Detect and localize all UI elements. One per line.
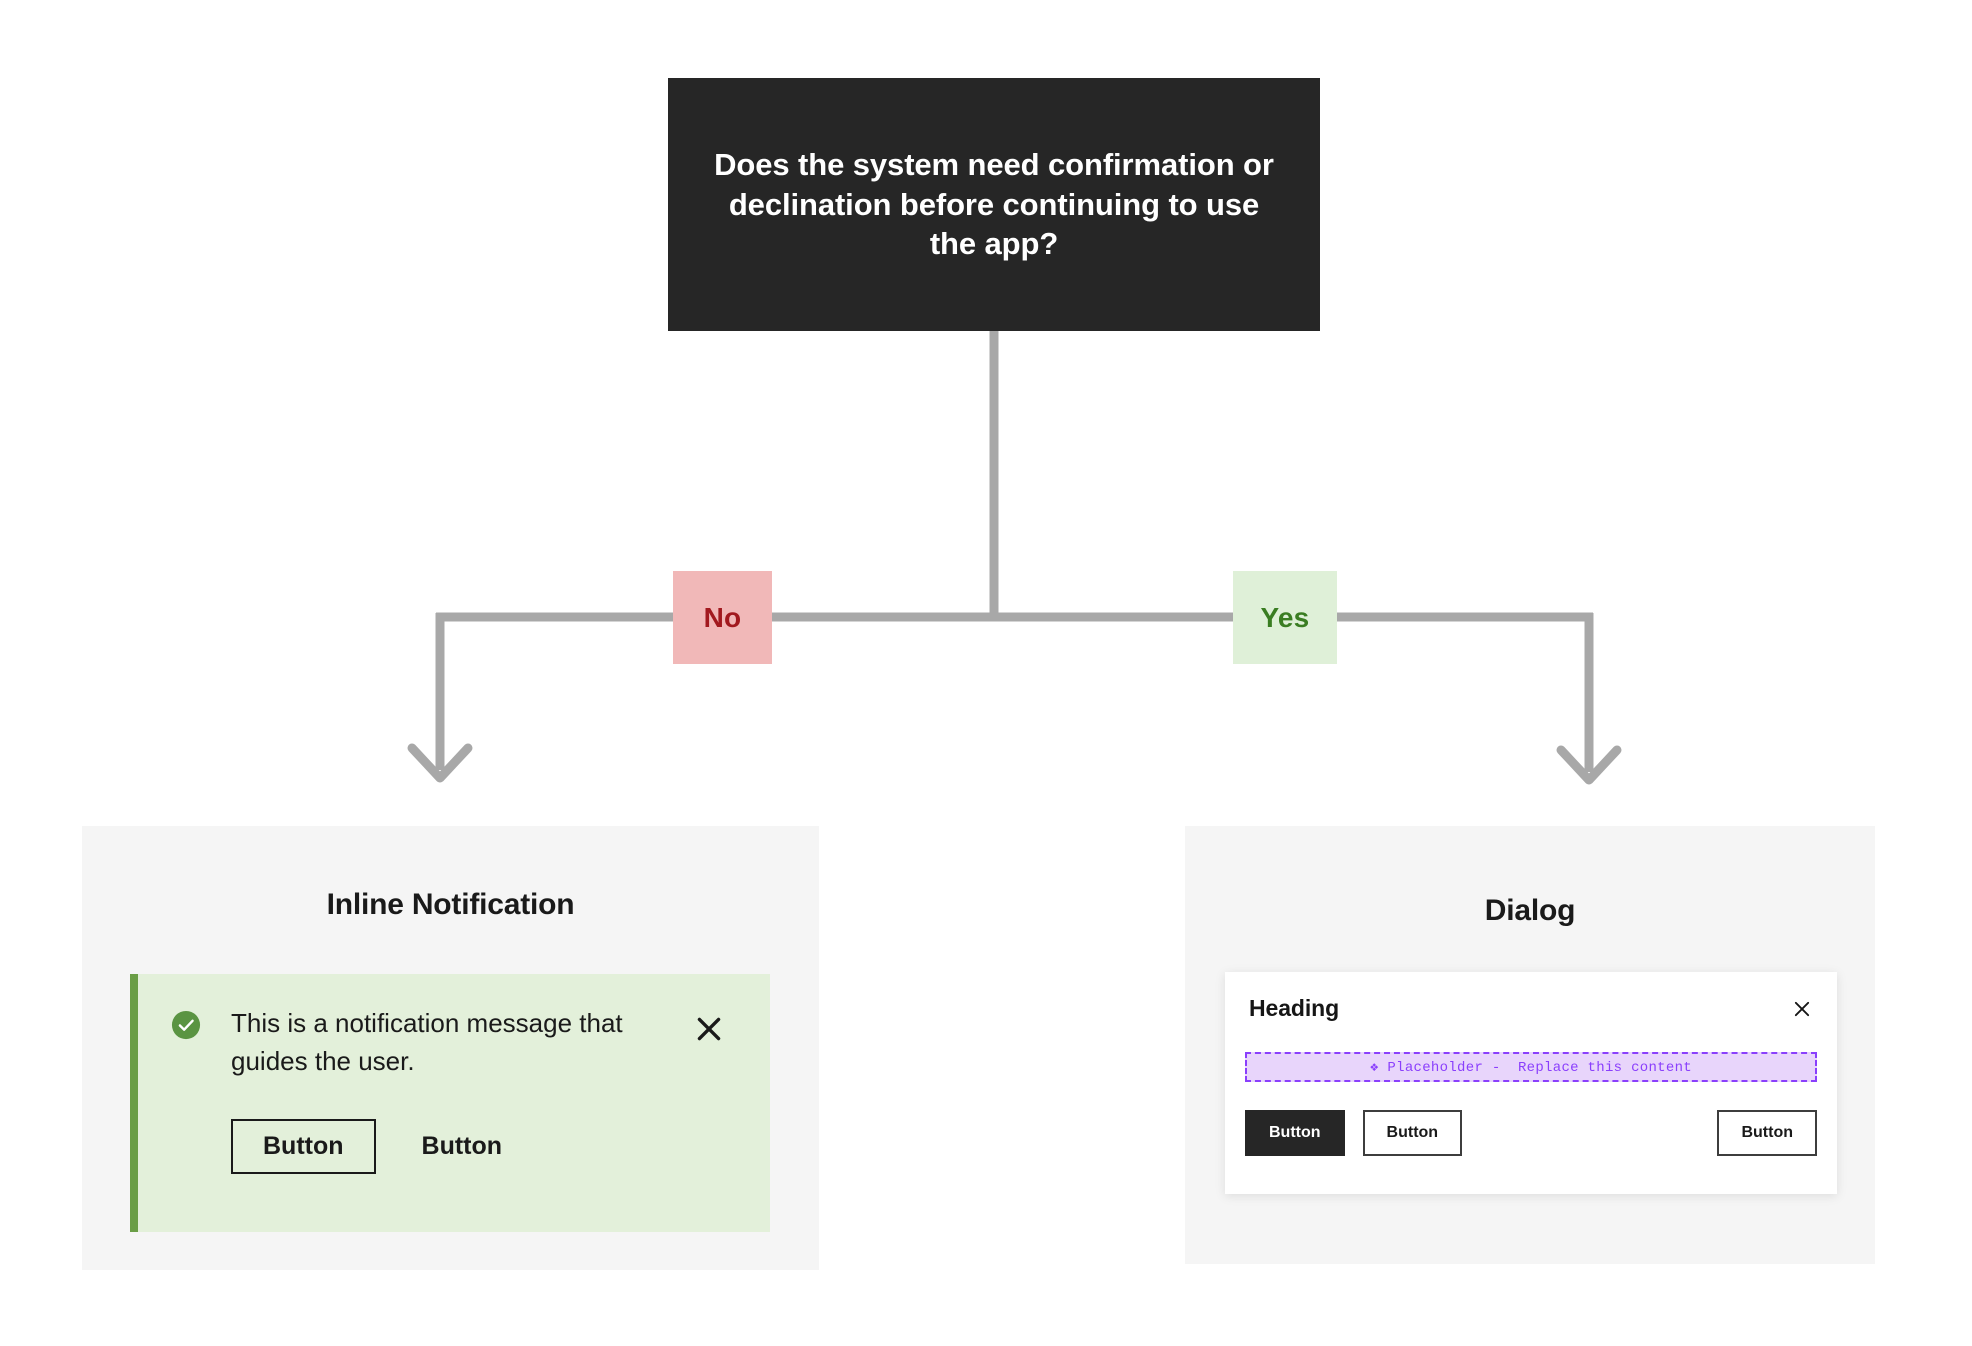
success-check-icon bbox=[171, 1010, 201, 1040]
placeholder-label: ❖ Placeholder - Replace this content bbox=[1370, 1059, 1692, 1076]
dialog-primary-button[interactable]: Button bbox=[1245, 1110, 1345, 1156]
decision-node: Does the system need confirmation or dec… bbox=[668, 78, 1320, 331]
notification-primary-button[interactable]: Button bbox=[231, 1118, 376, 1175]
decision-question: Does the system need confirmation or dec… bbox=[714, 146, 1274, 262]
notification-message: This is a notification message that guid… bbox=[231, 1008, 623, 1077]
dialog-secondary-button[interactable]: Button bbox=[1362, 1110, 1463, 1156]
branch-label-no: No bbox=[673, 571, 772, 664]
branch-no-text: No bbox=[703, 601, 742, 633]
branch-label-yes: Yes bbox=[1233, 571, 1337, 664]
dialog-window: Heading ❖ Placeholder - Replace this con… bbox=[1225, 972, 1837, 1194]
notification-actions: Button Button bbox=[231, 1118, 770, 1175]
inline-notification-card: Inline Notification This is a notificati… bbox=[82, 826, 819, 1270]
card-title-inline-notification: Inline Notification bbox=[326, 888, 575, 921]
close-icon[interactable] bbox=[1791, 998, 1813, 1020]
dialog-placeholder-region[interactable]: ❖ Placeholder - Replace this content bbox=[1245, 1052, 1817, 1082]
dialog-header: Heading bbox=[1225, 972, 1837, 1022]
dialog-card: Dialog Heading ❖ Placeholder - Replace t… bbox=[1185, 826, 1875, 1264]
dialog-tertiary-button[interactable]: Button bbox=[1717, 1110, 1817, 1156]
dialog-footer: Button Button Button bbox=[1225, 1082, 1837, 1156]
inline-notification: This is a notification message that guid… bbox=[130, 974, 770, 1232]
branch-yes-text: Yes bbox=[1260, 601, 1310, 633]
close-icon[interactable] bbox=[692, 1012, 726, 1046]
dialog-heading: Heading bbox=[1249, 995, 1340, 1021]
notification-secondary-button[interactable]: Button bbox=[396, 1121, 529, 1173]
card-title-dialog: Dialog bbox=[1484, 894, 1576, 927]
